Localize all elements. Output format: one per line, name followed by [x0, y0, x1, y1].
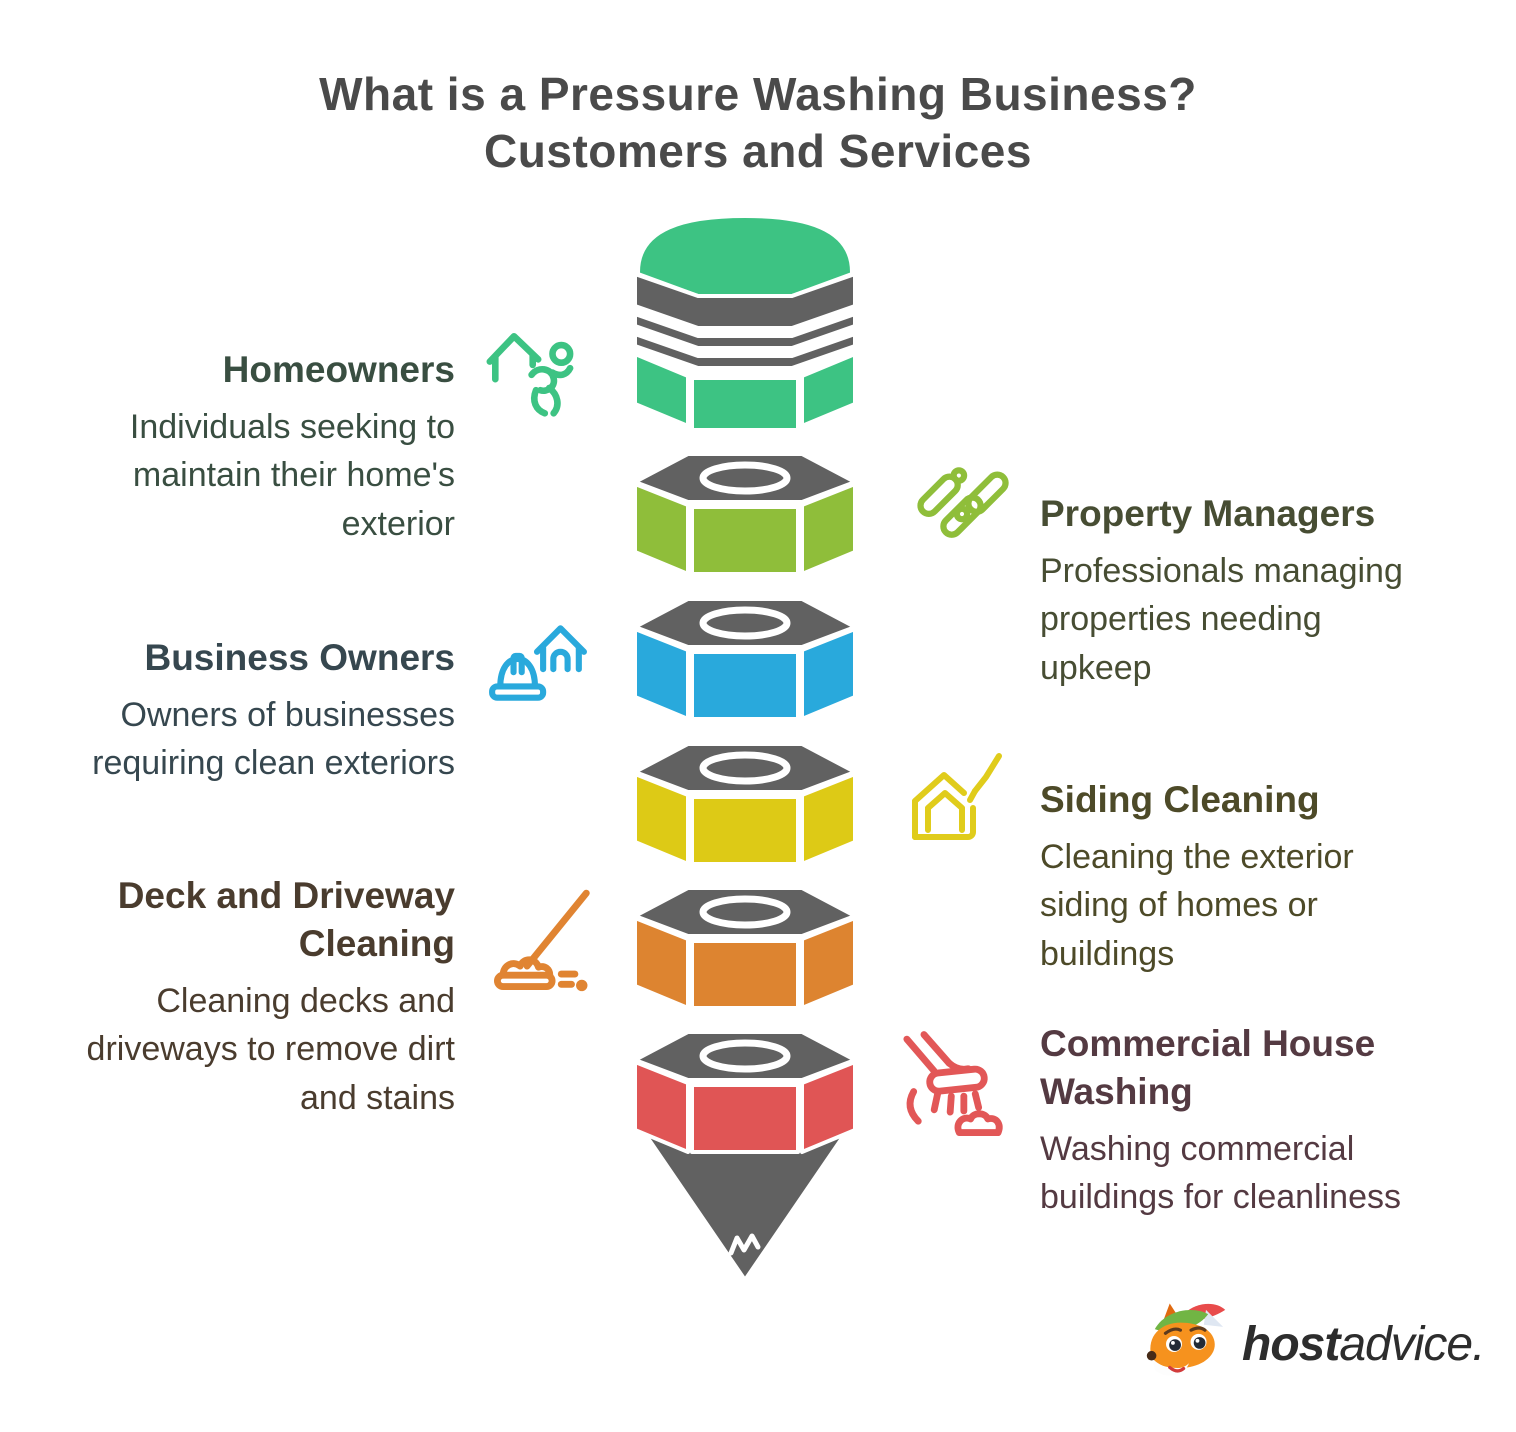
pencil-stack-graphic	[633, 214, 857, 1282]
pencil-segment-yellow	[633, 742, 857, 866]
pencil-eraser-cap	[636, 214, 854, 298]
section-siding-cleaning: Siding Cleaning Cleaning the exterior si…	[1040, 776, 1420, 978]
section-property-managers: Property Managers Professionals managing…	[1040, 490, 1420, 692]
diagonal-capsules-icon	[910, 462, 1014, 566]
section-description: Individuals seeking to maintain their ho…	[129, 408, 455, 543]
section-description: Cleaning decks and driveways to remove d…	[86, 982, 455, 1117]
section-heading: Commercial House Washing	[1040, 1023, 1376, 1113]
page-title-line2: Customers and Services	[484, 125, 1032, 178]
section-description: Professionals managing properties needin…	[1040, 552, 1403, 687]
hostadvice-fox-icon	[1146, 1303, 1226, 1376]
pencil-body-segment-green	[633, 352, 857, 432]
section-heading: Siding Cleaning	[1040, 779, 1320, 820]
pencil-segment-orange	[633, 886, 857, 1010]
house-with-person-icon	[480, 322, 592, 432]
pencil-segment-olive	[633, 452, 857, 576]
section-commercial-house-washing: Commercial House Washing Washing commerc…	[1040, 1020, 1420, 1222]
push-broom-icon	[486, 884, 600, 998]
wordmark-advice: advice.	[1339, 1317, 1485, 1371]
section-heading: Homeowners	[222, 349, 455, 390]
pencil-segment-red	[633, 1030, 857, 1154]
hostadvice-wordmark: hostadvice.	[1242, 1317, 1485, 1372]
section-description: Washing commercial buildings for cleanli…	[1040, 1130, 1401, 1217]
section-heading: Deck and Driveway Cleaning	[117, 875, 455, 965]
section-deck-driveway-cleaning: Deck and Driveway Cleaning Cleaning deck…	[60, 872, 455, 1122]
section-description: Cleaning the exterior siding of homes or…	[1040, 838, 1354, 973]
section-business-owners: Business Owners Owners of businesses req…	[60, 634, 455, 788]
pencil-segment-blue	[633, 597, 857, 721]
page-title-line1: What is a Pressure Washing Business?	[319, 68, 1197, 120]
section-homeowners: Homeowners Individuals seeking to mainta…	[60, 346, 455, 548]
house-with-spray-wand-icon	[906, 750, 1006, 850]
section-heading: Property Managers	[1040, 493, 1376, 534]
page-title: What is a Pressure Washing Business? Cus…	[0, 66, 1516, 180]
pencil-tip-crack	[728, 1233, 761, 1256]
section-description: Owners of businesses requiring clean ext…	[92, 696, 455, 783]
section-heading: Business Owners	[144, 637, 455, 678]
scrub-brush-with-foam-icon	[900, 1028, 1014, 1146]
pencil-ferrule-bands	[633, 272, 857, 370]
hostadvice-logo[interactable]: hostadvice.	[1142, 1296, 1485, 1392]
wordmark-host: host	[1242, 1317, 1340, 1371]
house-with-hard-hat-icon	[486, 610, 588, 714]
